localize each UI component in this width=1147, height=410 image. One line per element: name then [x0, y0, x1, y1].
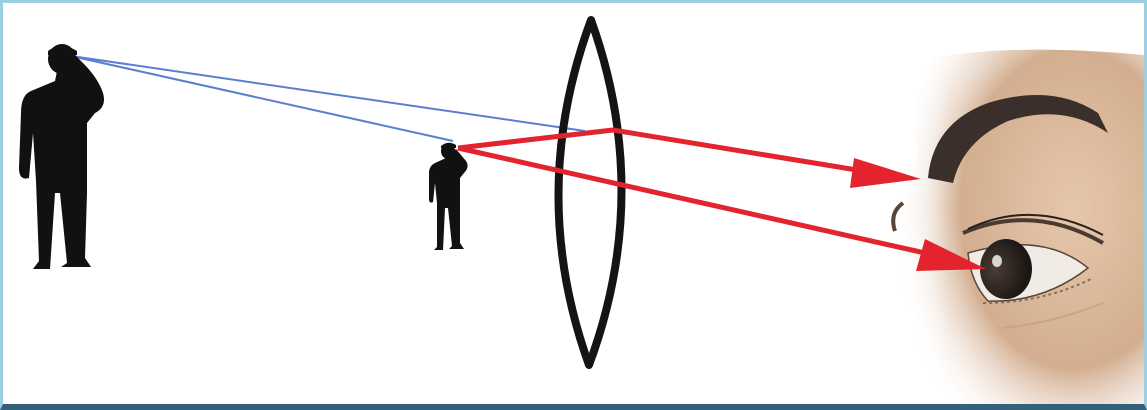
near-figure — [429, 143, 468, 250]
observer-eye — [883, 43, 1144, 404]
iris — [980, 239, 1032, 299]
sight-line-to-lens — [71, 56, 585, 131]
sight-lines — [71, 56, 585, 141]
refracted-ray-to-brow — [458, 130, 863, 171]
magnifying-lens-diagram — [3, 3, 1144, 404]
distant-figure — [19, 44, 104, 269]
convex-lens — [558, 20, 621, 365]
sight-line-to-near-figure — [71, 56, 453, 141]
pupil-highlight — [992, 255, 1002, 267]
